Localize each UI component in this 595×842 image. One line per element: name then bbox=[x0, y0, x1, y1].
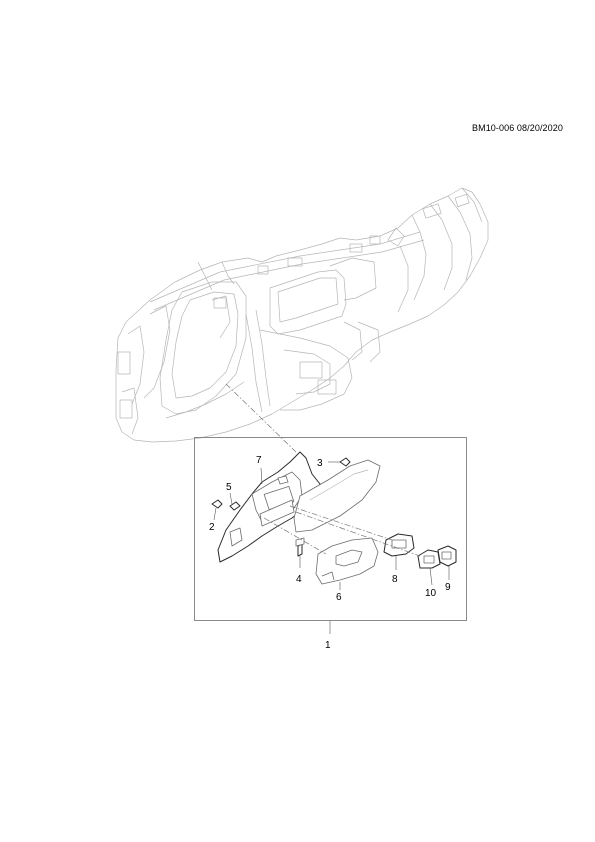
callout-7: 7 bbox=[256, 455, 262, 466]
fastener-icon bbox=[229, 501, 241, 511]
install-location-line bbox=[225, 383, 297, 453]
switch-alignment-line-2 bbox=[295, 511, 421, 557]
leader-lines bbox=[213, 461, 450, 590]
dashboard-frame-icon bbox=[115, 187, 489, 443]
callout-2: 2 bbox=[209, 522, 215, 533]
lower-trim-panel-icon bbox=[217, 451, 321, 563]
callout-1: 1 bbox=[325, 640, 331, 651]
button-icon bbox=[437, 545, 457, 567]
switch-module-icon bbox=[383, 533, 415, 557]
document-code: BM10-006 08/20/2020 bbox=[472, 123, 563, 133]
assembly-frame bbox=[194, 437, 467, 634]
bin-alignment-line bbox=[263, 517, 327, 555]
clip-icon bbox=[211, 499, 223, 509]
callout-4: 4 bbox=[296, 574, 302, 585]
retainer-icon bbox=[339, 457, 351, 467]
callout-10: 10 bbox=[425, 588, 437, 599]
switch-alignment-line bbox=[289, 505, 393, 541]
screw-icon bbox=[295, 537, 305, 557]
switch-icon bbox=[417, 549, 441, 569]
callout-3: 3 bbox=[317, 458, 323, 469]
callout-8: 8 bbox=[392, 574, 398, 585]
knee-bolster-panel-icon bbox=[293, 459, 381, 533]
callout-6: 6 bbox=[336, 592, 342, 603]
storage-bin-icon bbox=[315, 537, 379, 585]
callout-5: 5 bbox=[226, 482, 232, 493]
callout-9: 9 bbox=[445, 582, 451, 593]
